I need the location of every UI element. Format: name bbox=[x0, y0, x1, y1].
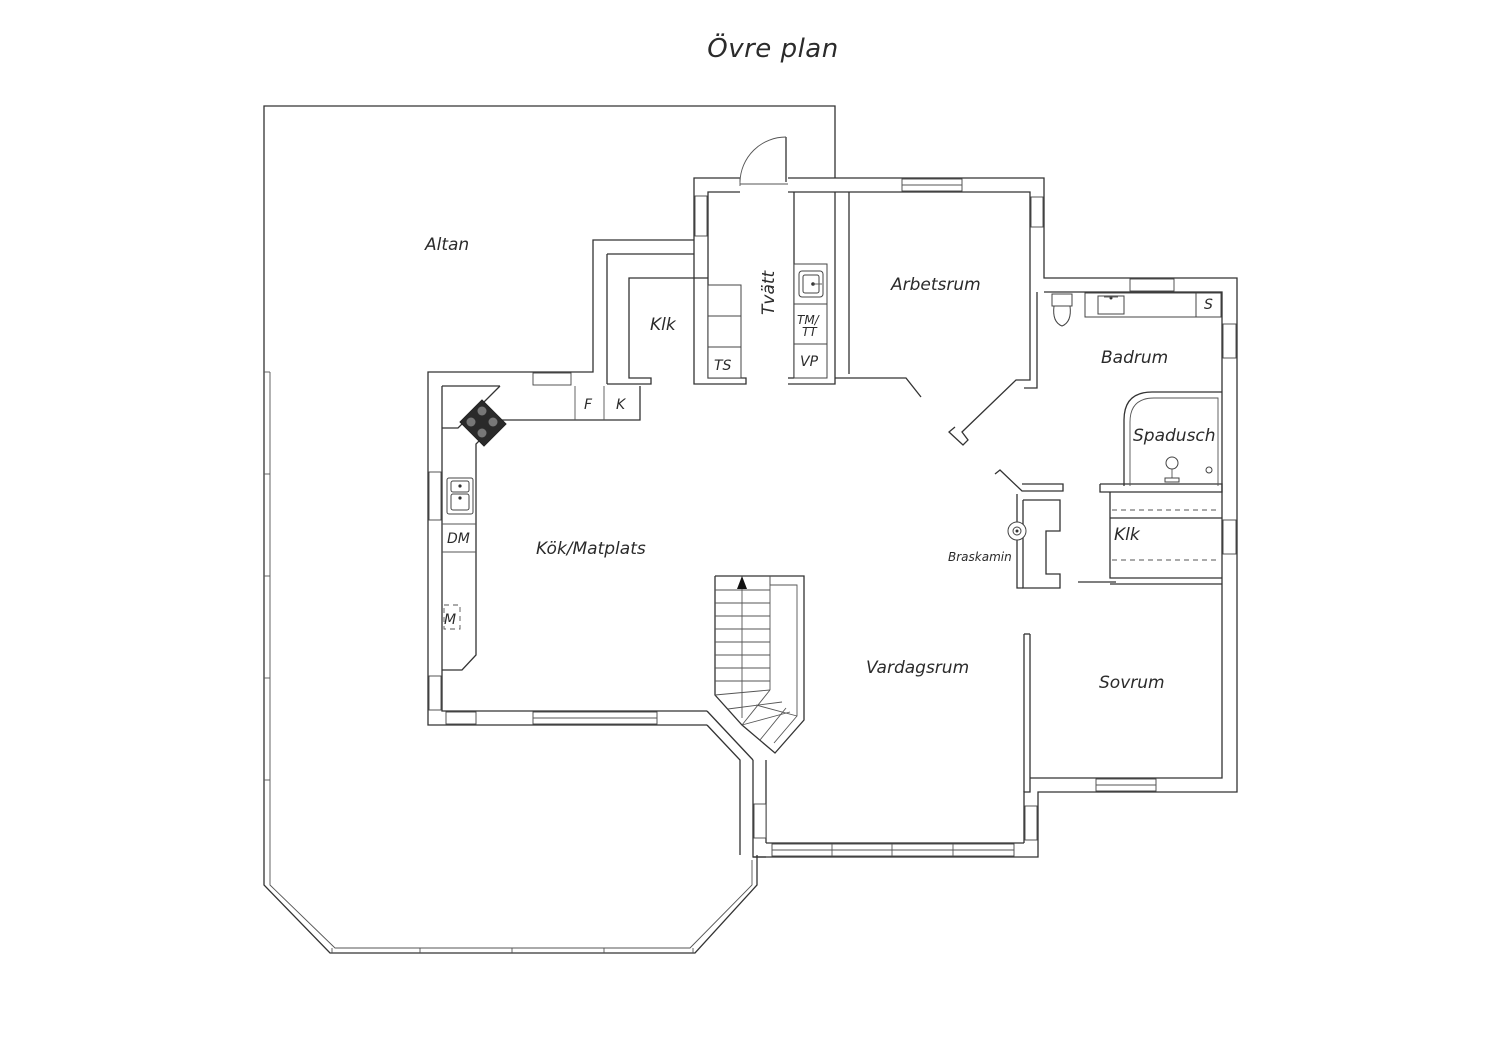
fixture-label-microwave: M bbox=[444, 612, 456, 628]
room-label-klk-upper: Klk bbox=[650, 315, 677, 335]
exterior-walls bbox=[427, 177, 1238, 858]
stove-icon bbox=[459, 399, 507, 447]
fixture-label-storage: S bbox=[1204, 297, 1213, 313]
fixture-label-freezer: K bbox=[616, 397, 627, 413]
fixture-label-drying-cabinet: TS bbox=[714, 358, 732, 374]
fixture-label-heat-pump: VP bbox=[800, 354, 819, 370]
fixture-label-dishwasher: DM bbox=[447, 531, 470, 547]
fixture-label-dryer: TT bbox=[802, 325, 818, 339]
room-label-klk-lower: Klk bbox=[1114, 525, 1141, 545]
deck-outline bbox=[263, 105, 836, 954]
room-label-tvatt: Tvätt bbox=[759, 269, 779, 315]
fireplace-icon bbox=[1007, 521, 1027, 541]
fixture-labels: F K TS TM/ TT VP DM M S bbox=[444, 297, 1213, 628]
bathroom-fixtures bbox=[1051, 292, 1222, 561]
arrow-up-icon bbox=[737, 576, 747, 589]
fixture-label-washer: TM/ bbox=[797, 313, 821, 327]
sink-icon bbox=[1097, 295, 1125, 315]
sink-icon bbox=[798, 270, 824, 298]
kitchen-counters bbox=[442, 385, 641, 671]
laundry-fixtures bbox=[707, 263, 828, 379]
room-label-spadusch: Spadusch bbox=[1133, 426, 1216, 446]
windows bbox=[428, 178, 1237, 857]
fixture-label-fridge: F bbox=[584, 397, 593, 413]
room-labels: Altan Klk Tvätt Arbetsrum Badrum Spadusc… bbox=[424, 235, 1216, 693]
room-label-braskamin: Braskamin bbox=[948, 550, 1012, 564]
plan-title: Övre plan bbox=[707, 34, 839, 64]
sink-icon bbox=[446, 477, 474, 515]
shower-icon bbox=[1123, 391, 1222, 486]
room-label-sovrum: Sovrum bbox=[1099, 673, 1165, 693]
room-label-badrum: Badrum bbox=[1101, 348, 1168, 368]
stairs bbox=[714, 575, 805, 754]
room-label-altan: Altan bbox=[424, 235, 469, 255]
room-label-kok-matplats: Kök/Matplats bbox=[536, 539, 646, 559]
room-label-arbetsrum: Arbetsrum bbox=[890, 275, 981, 295]
toilet-icon bbox=[1051, 293, 1073, 327]
entrance-door bbox=[739, 136, 788, 186]
room-label-vardagsrum: Vardagsrum bbox=[866, 658, 969, 678]
